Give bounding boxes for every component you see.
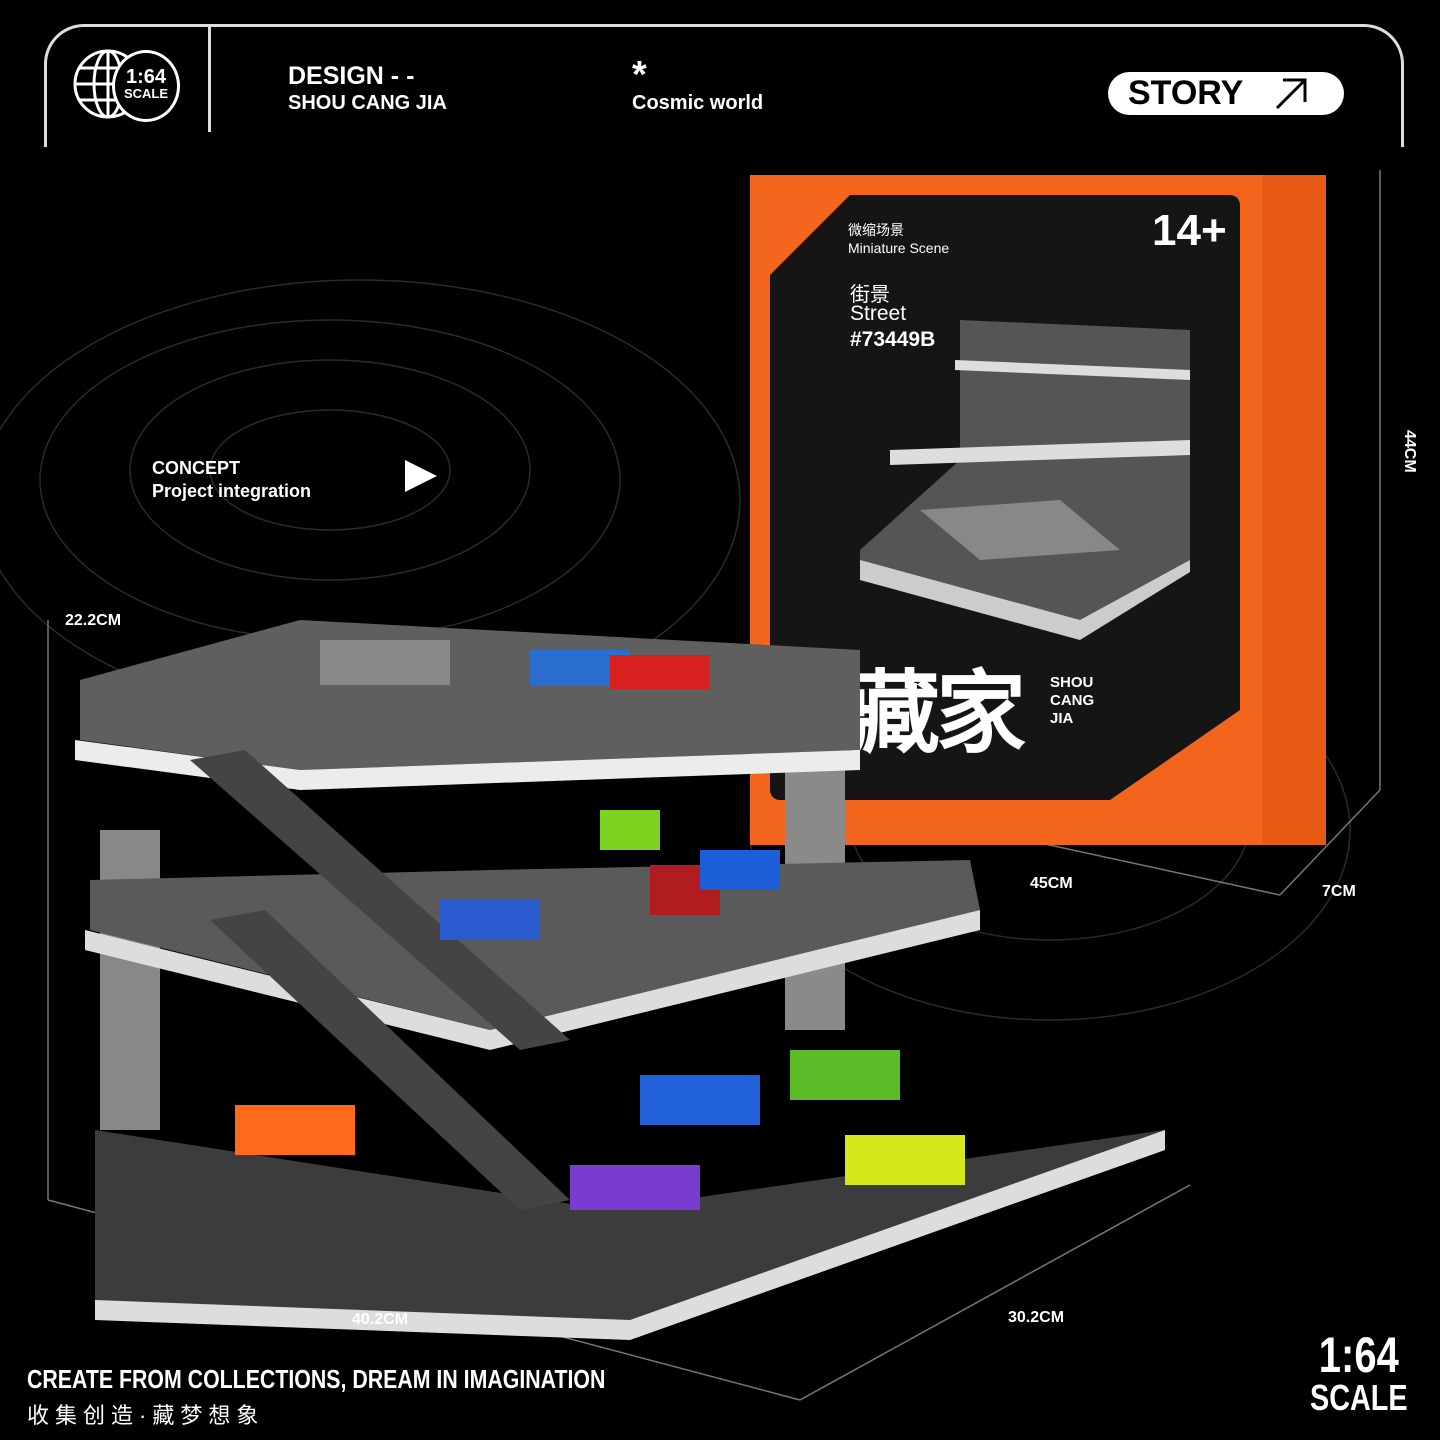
footer-scale: 1:64 SCALE [1310,1330,1408,1416]
box-width-label: 45CM [1030,875,1073,892]
car [640,1075,760,1125]
car [440,900,540,940]
box-age-rating: 14+ [1152,206,1227,255]
brand-line: CANG [1050,692,1095,709]
concept-block: CONCEPT Project integration [152,457,311,503]
design-value: SHOU CANG JIA [288,92,447,114]
box-model-image [860,320,1190,640]
slogan-cn: 收集创造·藏梦想象 [27,1403,265,1428]
box-category-en: Miniature Scene [848,240,950,256]
footer-scale-word: SCALE [1310,1377,1408,1418]
story-label: STORY [1128,74,1244,112]
scale-value: 1:64 [125,66,167,88]
box-brand-en: SHOU CANG JIA [1050,674,1094,728]
car [845,1135,965,1185]
box-height-label: 44CM [1401,430,1418,473]
footer-scale-value: 1:64 [1318,1327,1399,1383]
brand-line: JIA [1050,710,1074,727]
header-divider [208,26,211,132]
car [600,810,660,850]
concept-title: CONCEPT [152,458,241,478]
header-tagline: Cosmic world [632,92,764,114]
model-depth-label: 30.2CM [1008,1309,1065,1326]
car [610,655,710,690]
play-icon[interactable] [405,460,437,492]
car [320,640,450,685]
parking-garage-model [75,620,1165,1340]
model-height-label: 22.2CM [65,612,122,629]
story-button[interactable]: STORY [1108,72,1344,115]
product-box-side [1262,175,1326,845]
header-frame [44,24,1404,147]
arrow-up-right-icon [1276,78,1307,109]
box-category-cn: 微缩场景 [848,222,904,238]
box-name-en: Street [850,302,907,325]
scale-badge: 1:64 SCALE [112,50,180,122]
box-sku: #73449B [850,328,936,351]
car [235,1105,355,1155]
box-depth-label: 7CM [1322,883,1356,900]
star-mark: * [632,54,647,96]
model-width-label: 40.2CM [352,1311,409,1328]
brand-line: SHOU [1050,674,1094,691]
car [570,1165,700,1210]
concept-subtitle: Project integration [152,481,312,501]
box-name-cn: 街景 [850,284,890,306]
box-brand-cn: 藏家 [850,664,1026,764]
car [700,850,780,890]
slogan-en: CREATE FROM COLLECTIONS, DREAM IN IMAGIN… [27,1364,606,1394]
scale-word: SCALE [123,86,169,101]
car [790,1050,900,1100]
design-label: DESIGN - - [288,62,415,90]
